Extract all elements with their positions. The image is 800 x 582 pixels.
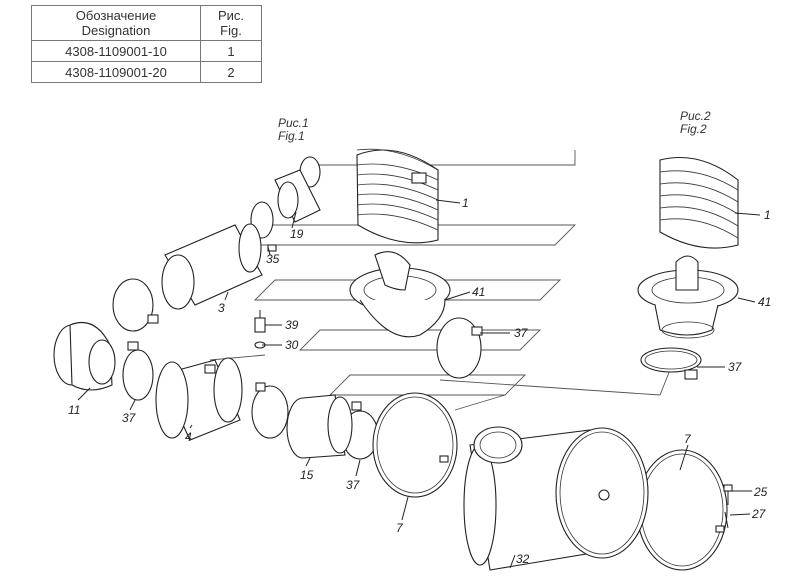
designation-header-en: Designation [81,23,151,38]
callout-15: 15 [300,468,314,482]
designation-header-ru: Обозначение [75,8,157,23]
callout-25: 25 [753,485,768,499]
callout-37: 37 [122,411,137,425]
part-3-pipe [161,223,263,310]
callout-37: 37 [514,326,529,340]
part-32-filter-housing [463,426,649,571]
part-7-band-a [372,392,458,498]
part-25-bolt [723,484,733,505]
fig-header-ru: Рис. [217,8,245,23]
part-11-elbow-hose [53,321,116,391]
part-19-sleeve [274,156,321,223]
part-27-pin [724,511,729,529]
part-37-clamp-e [436,317,483,379]
part-7-band-b [636,449,728,571]
part-15-connector [286,394,353,459]
fig-header-en: Fig. [220,23,242,38]
table-row: 4308-1109001-20 2 [31,61,262,83]
part-37-clamp-a [112,278,159,332]
part-4-pipe [155,357,243,441]
fig1-caption-en: Fig.1 [278,129,305,143]
callout-32: 32 [516,552,530,566]
part-41-intake-cap-fig1 [349,251,451,338]
callout-3: 3 [218,301,225,315]
table-header-row: Обозначение Designation Рис. Fig. [31,5,262,41]
designation-header: Обозначение Designation [31,5,201,41]
callout-4: 4 [185,430,192,444]
callout-7: 7 [396,521,404,535]
designation-cell: 4308-1109001-20 [31,61,201,83]
part-39-sensor [254,310,266,333]
part-37-clamp-fig2 [640,347,702,380]
fig-header: Рис. Fig. [200,5,262,41]
part-1-bellows-fig1 [356,148,439,244]
fig-cell: 2 [200,61,262,83]
callout-30: 30 [285,338,299,352]
part-1-bellows-fig2 [659,157,739,249]
part-37-clamp-c [251,382,289,439]
leader-lines [77,199,761,569]
callout-39: 39 [285,318,299,332]
fig2-caption-en: Fig.2 [680,122,707,136]
callout-27: 27 [751,507,767,521]
callout-41: 41 [472,285,485,299]
callout-37: 37 [346,478,361,492]
callout-37: 37 [728,360,743,374]
callout-labels: 1 1 19 35 3 41 41 39 30 37 37 11 37 4 15… [68,196,771,566]
callout-1: 1 [462,196,469,210]
designation-table: Обозначение Designation Рис. Fig. 4308-1… [31,5,262,83]
fig1-caption-ru: Рис.1 [278,116,309,130]
callout-7: 7 [684,432,692,446]
callout-19: 19 [290,227,304,241]
callout-11: 11 [68,403,80,417]
callout-35: 35 [266,252,280,266]
part-37-clamp-b [122,341,154,401]
callout-41: 41 [758,295,771,309]
part-41-intake-cap-fig2 [637,255,739,339]
callout-1: 1 [764,208,771,222]
fig2-caption-ru: Рис.2 [680,109,711,123]
